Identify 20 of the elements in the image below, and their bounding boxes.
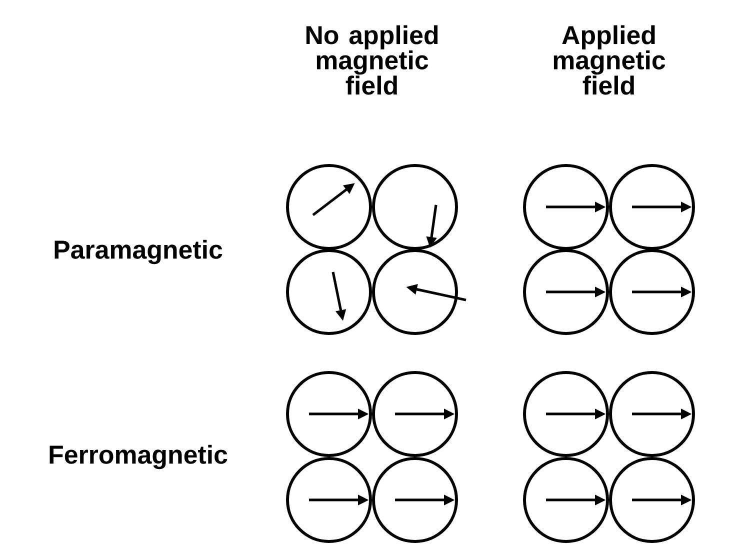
domain-circle [609,370,695,457]
domain-circle [286,456,372,543]
domain-circle [609,456,695,543]
column-heading: No applied magnetic field [306,25,438,95]
domain-circle [609,164,695,250]
domain-circle [286,164,372,250]
row-label: Ferromagnetic [50,444,228,470]
domain-circle [609,248,695,335]
domain-circle [523,456,609,543]
column-heading: Applied magnetic field [554,25,666,95]
domain-circle [372,164,458,250]
domain-circle [286,248,372,335]
row-label: Paramagnetic [54,240,222,264]
domain-circle [523,248,609,335]
domain-circle [286,370,372,457]
domain-circle [523,370,609,457]
domain-circle [372,370,458,457]
domain-circle [523,164,609,250]
domain-circle [372,248,458,335]
domain-circle [372,456,458,543]
